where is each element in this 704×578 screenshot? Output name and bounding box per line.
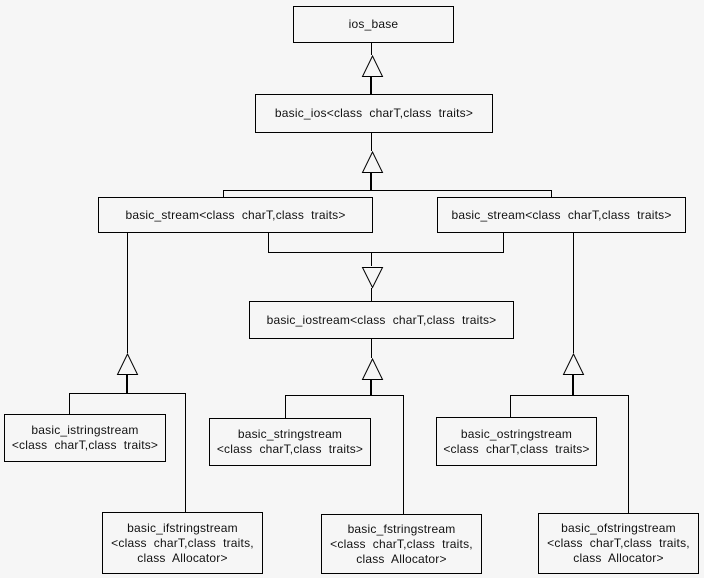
node-basic-istringstream: basic_istringstream <class charT,class t… (4, 414, 166, 462)
connector-line (572, 375, 574, 395)
connector-line (223, 190, 224, 197)
connector-line (510, 395, 511, 417)
node-basic-fstringstream: basic_fstringstream <class charT,class t… (321, 514, 482, 574)
node-basic-ofstringstream: basic_ofstringstream <class charT,class … (538, 513, 699, 574)
connector-line (285, 395, 404, 396)
class-name-label: basic_istringstream <class charT,class t… (11, 423, 159, 452)
node-ios-base: ios_base (293, 6, 454, 43)
connector-line (223, 190, 552, 191)
connector-line (69, 393, 186, 394)
class-name-label: basic_stream<class charT,class traits> (451, 207, 672, 222)
class-name-label: basic_ostringstream <class charT,class t… (443, 426, 590, 456)
connector-line (503, 233, 504, 253)
connector-line (268, 252, 504, 253)
connector-line (370, 77, 372, 94)
class-name-label: basic_stream<class charT,class traits> (125, 207, 346, 222)
inheritance-arrow-up-icon (361, 358, 384, 380)
connector-line (185, 393, 186, 512)
connector-line (268, 233, 269, 253)
class-name-label: ios_base (348, 17, 399, 31)
class-name-label: basic_ofstringstream <class charT,class … (547, 521, 690, 565)
class-name-label: basic_stringstream <class charT,class tr… (216, 427, 364, 456)
class-name-label: basic_ifstringstream <class charT,class … (111, 520, 254, 565)
connector-line (127, 233, 128, 353)
connector-line (371, 288, 372, 301)
node-basic-iostream: basic_iostream<class charT,class traits> (249, 301, 514, 339)
inheritance-arrow-up-icon (116, 353, 139, 375)
connector-line (69, 393, 70, 414)
inheritance-arrow-up-icon (562, 353, 585, 375)
class-name-label: basic_fstringstream <class charT,class t… (330, 521, 473, 566)
connector-line (126, 375, 128, 393)
node-basic-ostringstream: basic_ostringstream <class charT,class t… (436, 417, 597, 466)
class-name-label: basic_iostream<class charT,class traits> (266, 312, 497, 327)
connector-line (285, 395, 286, 418)
inheritance-arrow-up-icon (361, 151, 384, 173)
connector-line (573, 233, 574, 353)
node-basic-stream-right: basic_stream<class charT,class traits> (437, 197, 686, 233)
connector-line (371, 133, 372, 151)
node-basic-ifstringstream: basic_ifstringstream <class charT,class … (102, 512, 263, 574)
inheritance-arrow-down-icon (361, 267, 384, 289)
inheritance-arrow-up-icon (361, 55, 384, 77)
connector-line (551, 190, 552, 197)
node-basic-ios: basic_ios<class charT,class traits> (255, 94, 493, 133)
connector-line (370, 173, 372, 190)
connector-line (370, 380, 372, 395)
connector-line (371, 43, 372, 55)
connector-line (403, 395, 404, 514)
connector-line (510, 395, 629, 396)
node-basic-stream-left: basic_stream<class charT,class traits> (98, 197, 373, 233)
connector-line (371, 252, 372, 266)
connector-line (628, 395, 629, 513)
node-basic-stringstream: basic_stringstream <class charT,class tr… (209, 418, 371, 466)
class-name-label: basic_ios<class charT,class traits> (274, 106, 474, 120)
connector-line (371, 339, 372, 358)
